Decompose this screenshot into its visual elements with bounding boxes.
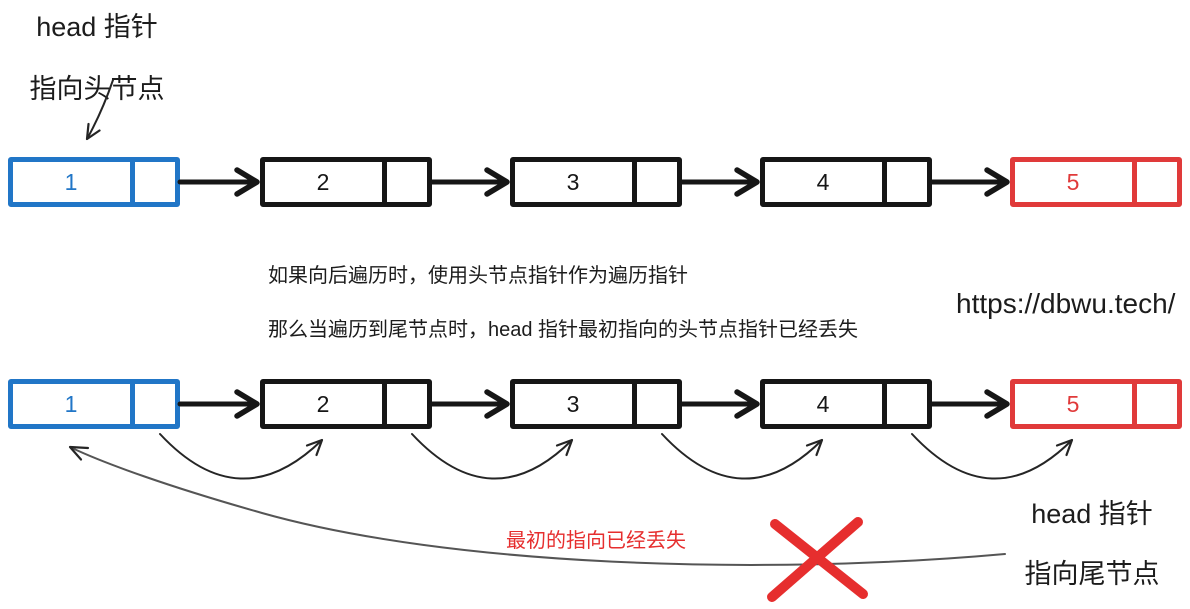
explanation-line1: 如果向后遍历时，使用头节点指针作为遍历指针 (268, 265, 688, 287)
node-next-cell (632, 384, 677, 424)
top-node-2: 2 (260, 157, 432, 207)
top-node-3: 3 (510, 157, 682, 207)
node-value: 2 (316, 390, 331, 417)
top-node-1: 1 (8, 157, 180, 207)
top-next-arrow-3-4 (677, 167, 760, 197)
bottom-next-arrow-4-5 (927, 389, 1010, 419)
node-value: 3 (566, 168, 581, 195)
explanation-line2: 那么当遍历到尾节点时，head 指针最初指向的头节点指针已经丢失 (268, 319, 859, 341)
top-node-4: 4 (760, 157, 932, 207)
bottom-next-arrow-3-4 (677, 389, 760, 419)
node-value: 1 (64, 168, 79, 195)
top-next-arrow-1-2 (177, 167, 260, 197)
bottom-next-arrow-1-2 (177, 389, 260, 419)
head-pointer-arrowhead-icon (85, 122, 101, 141)
node-next-cell (130, 162, 175, 202)
node-next-cell (382, 162, 427, 202)
bottom-node-5: 5 (1010, 379, 1182, 429)
node-value: 3 (566, 390, 581, 417)
head-pointer-top-line1: head 指针 (36, 12, 158, 42)
head-pointer-bottom-line2: 指向尾节点 (1024, 559, 1160, 589)
traverse-arc-2-3 (411, 433, 574, 480)
traverse-arc-4-5 (911, 433, 1074, 480)
node-value: 2 (316, 168, 331, 195)
head-pointer-top-label: head 指针 指向头节点 (4, 12, 190, 105)
explanation-text: 如果向后遍历时，使用头节点指针作为遍历指针 那么当遍历到尾节点时，head 指针… (268, 263, 858, 344)
bottom-node-1: 1 (8, 379, 180, 429)
head-pointer-bottom-line1: head 指针 (1031, 499, 1153, 529)
node-next-cell (382, 384, 427, 424)
top-node-5: 5 (1010, 157, 1182, 207)
node-next-cell (632, 162, 677, 202)
node-value: 5 (1066, 168, 1081, 195)
node-next-cell (1132, 384, 1177, 424)
head-pointer-top-line2: 指向头节点 (29, 74, 165, 104)
traverse-arc-3-4 (661, 433, 824, 480)
red-cross-icon (767, 517, 868, 602)
site-url-text: https://dbwu.tech/ (956, 288, 1176, 319)
bottom-node-4: 4 (760, 379, 932, 429)
traverse-arc-1-2 (159, 433, 324, 480)
bottom-node-2: 2 (260, 379, 432, 429)
node-next-cell (882, 162, 927, 202)
lost-pointer-label: 最初的指向已经丢失 (506, 530, 686, 552)
bottom-next-arrow-2-3 (427, 389, 510, 419)
node-value: 5 (1066, 390, 1081, 417)
node-value: 1 (64, 390, 79, 417)
node-value: 4 (816, 390, 831, 417)
node-next-cell (130, 384, 175, 424)
node-value: 4 (816, 168, 831, 195)
head-pointer-bottom-label: head 指针 指向尾节点 (1012, 499, 1172, 589)
bottom-node-3: 3 (510, 379, 682, 429)
node-next-cell (882, 384, 927, 424)
top-next-arrow-2-3 (427, 167, 510, 197)
node-next-cell (1132, 162, 1177, 202)
top-next-arrow-4-5 (927, 167, 1010, 197)
